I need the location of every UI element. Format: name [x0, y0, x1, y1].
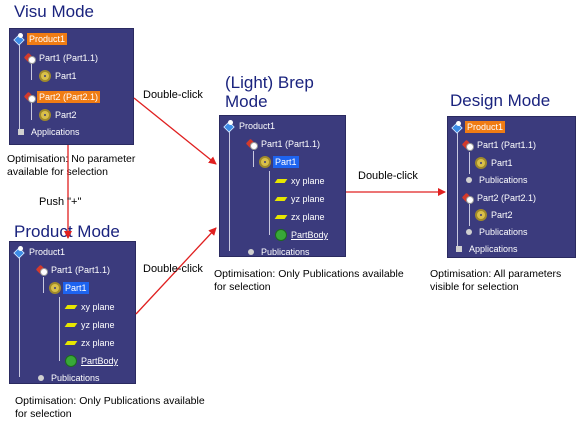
- tree-node-partbody[interactable]: PartBody: [275, 228, 330, 242]
- tree-node-part-instance[interactable]: Part1 (Part1.1): [461, 138, 538, 152]
- tree-node-plane[interactable]: zx plane: [65, 336, 117, 350]
- visu-mode-caption: Optimisation: No parameter available for…: [7, 153, 136, 178]
- publications-icon: [245, 246, 257, 257]
- arrow-product-to-brep: [135, 227, 217, 315]
- tree-node-part-instance[interactable]: Part2 (Part2.1): [23, 90, 101, 104]
- tree-node-part-instance[interactable]: Part2 (Part2.1): [461, 191, 538, 205]
- edge-label-product-to-brep: Double-click: [143, 263, 203, 275]
- partbody-icon: [65, 355, 77, 367]
- edge-label-brep-to-design: Double-click: [358, 170, 418, 182]
- applications-icon: [453, 243, 465, 255]
- tree-node-part[interactable]: Part1: [475, 156, 515, 170]
- part-gear-icon: [39, 70, 51, 82]
- publications-icon: [463, 174, 475, 186]
- arrow-visu-to-brep: [133, 97, 217, 165]
- tree-node-part-instance[interactable]: Part1 (Part1.1): [245, 137, 322, 151]
- tree-node-partbody[interactable]: PartBody: [65, 354, 120, 368]
- brep-mode-caption: Optimisation: Only Publications availabl…: [214, 268, 404, 293]
- part-instance-icon: [35, 264, 47, 276]
- tree-node-part[interactable]: Part1: [49, 281, 89, 295]
- design-mode-title: Design Mode: [450, 91, 551, 110]
- partbody-icon: [275, 229, 287, 241]
- tree-node-applications[interactable]: Applications: [453, 242, 520, 256]
- visu-mode-tree-panel: Product1 Part1 (Part1.1) Part1 Part2 (Pa…: [9, 28, 134, 145]
- product-icon: [223, 120, 235, 132]
- part-gear-icon: [49, 282, 61, 294]
- product-mode-tree-panel: Product1 Part1 (Part1.1) Part1 xy plane …: [9, 241, 136, 384]
- edge-label-visu-to-brep: Double-click: [143, 89, 203, 101]
- tree-node-part-instance[interactable]: Part1 (Part1.1): [35, 263, 112, 277]
- tree-node-part-instance[interactable]: Part1 (Part1.1): [23, 51, 100, 65]
- publications-icon: [35, 372, 47, 384]
- part-instance-icon: [461, 139, 473, 151]
- part-gear-icon: [475, 157, 487, 169]
- product-mode-caption: Optimisation: Only Publications availabl…: [15, 395, 205, 420]
- part-instance-icon: [23, 52, 35, 64]
- tree-node-plane[interactable]: xy plane: [275, 174, 327, 188]
- part-instance-icon: [461, 192, 473, 204]
- part-gear-icon: [39, 109, 51, 121]
- part-instance-icon: [23, 91, 35, 103]
- part-gear-icon: [475, 209, 487, 221]
- product-icon: [451, 121, 463, 133]
- brep-mode-tree-panel: Product1 Part1 (Part1.1) Part1 xy plane …: [219, 115, 346, 257]
- applications-icon: [15, 126, 27, 138]
- tree-node-plane[interactable]: xy plane: [65, 300, 117, 314]
- tree-node-part[interactable]: Part2: [39, 108, 79, 122]
- tree-node-plane[interactable]: yz plane: [275, 192, 327, 206]
- tree-node-part[interactable]: Part1: [39, 69, 79, 83]
- tree-node-product[interactable]: Product1: [451, 120, 506, 134]
- tree-node-publications[interactable]: Publications: [35, 371, 102, 384]
- tree-node-applications[interactable]: Applications: [15, 125, 82, 139]
- tree-node-product[interactable]: Product1: [223, 119, 277, 133]
- brep-mode-title: (Light) Brep Mode: [225, 73, 314, 111]
- edge-label-visu-to-product: Push "+": [39, 196, 82, 208]
- visu-mode-title: Visu Mode: [14, 2, 95, 21]
- tree-node-publications[interactable]: Publications: [463, 225, 530, 239]
- product-icon: [13, 33, 25, 45]
- part-instance-icon: [245, 138, 257, 150]
- tree-node-product[interactable]: Product1: [13, 32, 68, 46]
- tree-node-plane[interactable]: yz plane: [65, 318, 117, 332]
- tree-node-product[interactable]: Product1: [13, 245, 67, 259]
- design-mode-caption: Optimisation: All parameters visible for…: [430, 268, 562, 293]
- tree-node-publications[interactable]: Publications: [463, 173, 530, 187]
- publications-icon: [463, 226, 475, 238]
- tree-node-publications[interactable]: Publications: [245, 245, 312, 257]
- tree-node-plane[interactable]: zx plane: [275, 210, 327, 224]
- part-gear-icon: [259, 156, 271, 168]
- product-icon: [13, 246, 25, 258]
- design-mode-tree-panel: Product1 Part1 (Part1.1) Part1 Publicati…: [447, 116, 576, 258]
- tree-node-part[interactable]: Part1: [259, 155, 299, 169]
- tree-node-part[interactable]: Part2: [475, 208, 515, 222]
